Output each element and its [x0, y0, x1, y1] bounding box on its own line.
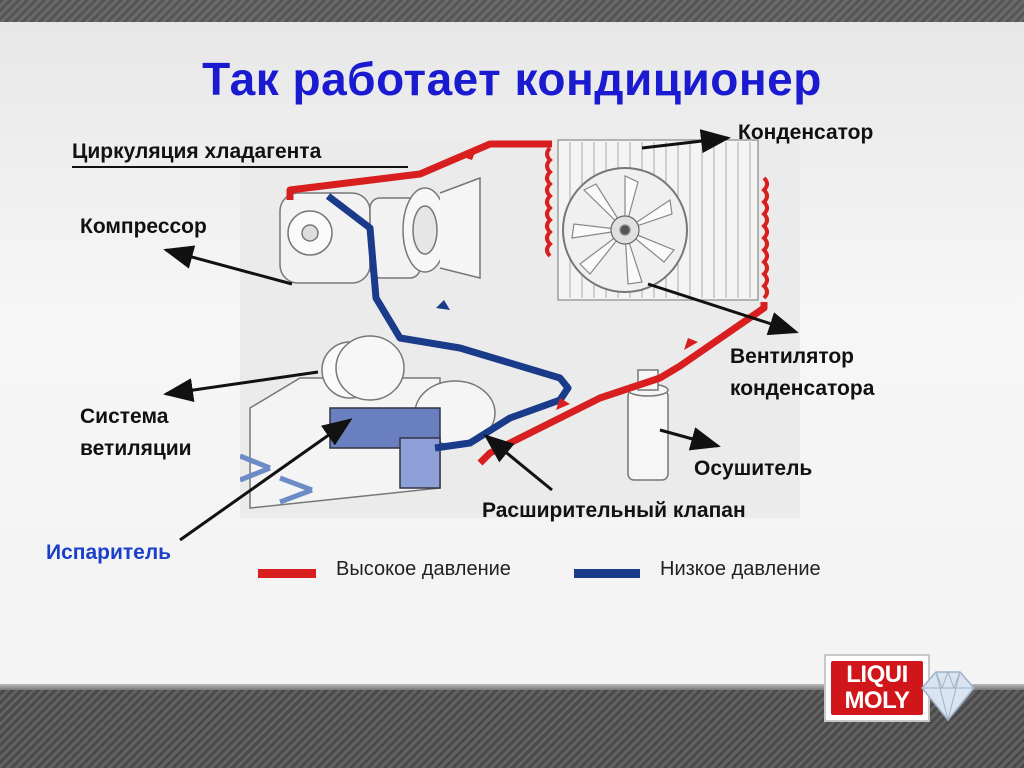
logo-line-1: LIQUI [846, 661, 908, 688]
condenser-unit [557, 139, 759, 301]
legend-low-swatch [574, 569, 640, 578]
top-decor-band [0, 0, 1024, 22]
legend-high-swatch [258, 569, 316, 578]
arrow-evaporator [179, 418, 353, 542]
fan-label-line1: Вентилятор [730, 345, 854, 368]
liqui-moly-logo: LIQUI MOLY [824, 654, 930, 722]
logo-line-2: MOLY [844, 687, 910, 714]
fan-label-line2: конденсатора [730, 377, 875, 400]
expansion-valve-label: Расширительный клапан [482, 499, 746, 522]
compressor-unit [279, 176, 481, 284]
arrow-compressor [163, 245, 293, 286]
condenser-label: Конденсатор [738, 121, 874, 144]
flow-arrow [556, 398, 570, 410]
ventilation-label-line2: ветиляции [80, 437, 192, 460]
low-pressure-line [325, 193, 572, 452]
arrow-valve [483, 434, 553, 492]
condenser-coil-left [545, 146, 553, 258]
dryer-label: Осушитель [694, 457, 813, 480]
arrow-fan [647, 282, 799, 336]
legend-high-label: Высокое давление [336, 558, 511, 580]
airflow-arrow [279, 475, 313, 505]
circulation-label: Циркуляция хладагента [72, 138, 408, 168]
compressor-label: Компрессор [80, 215, 207, 238]
diamond-icon [921, 670, 975, 722]
arrow-dryer [659, 427, 721, 451]
flow-arrow [684, 338, 698, 350]
page-title: Так работает кондиционер [202, 53, 822, 105]
legend-low-label: Низкое давление [660, 558, 821, 580]
evaporator-label: Испаритель [46, 541, 172, 564]
high-pressure-line-top [286, 140, 552, 200]
condenser-coil-right [761, 176, 769, 300]
flow-arrow [460, 150, 476, 160]
arrow-condenser [641, 129, 731, 154]
airflow-arrow [240, 453, 271, 483]
arrow-ventilation [163, 370, 319, 403]
flow-arrow [436, 300, 450, 310]
ventilation-label-line1: Система [80, 405, 169, 428]
logo-badge: LIQUI MOLY [831, 661, 923, 715]
